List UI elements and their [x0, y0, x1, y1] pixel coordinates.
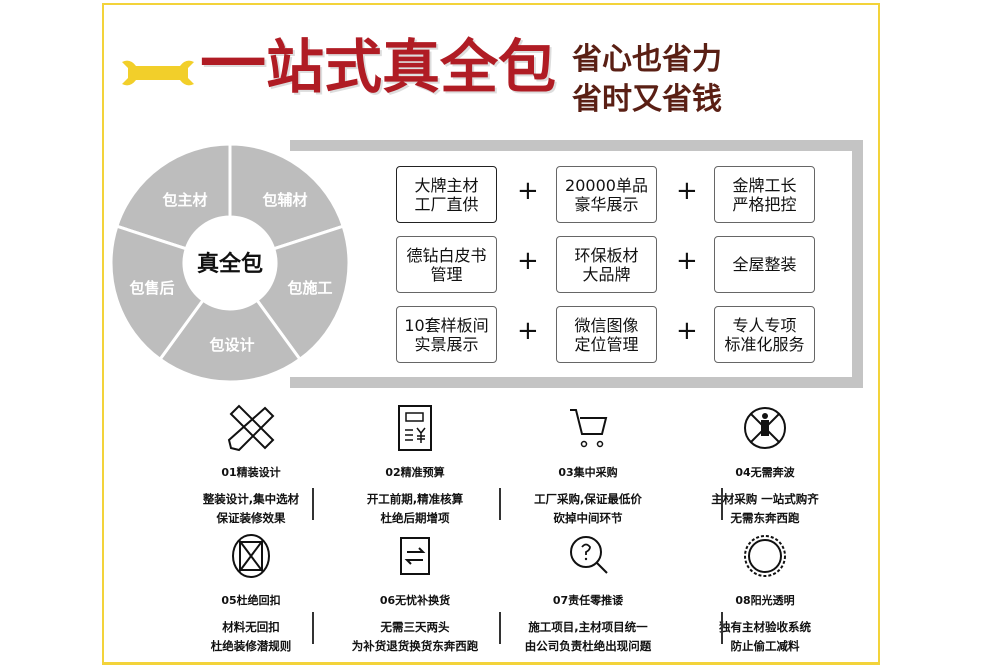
- benefit-item: 03集中采购 工厂采购,保证最低价砍掉中间环节: [503, 402, 673, 528]
- wheel-segment-label: 包施工: [287, 279, 332, 297]
- wheel-segment-label: 包主材: [162, 191, 207, 209]
- wheel-center: [185, 218, 275, 308]
- benefit-item: 07责任零推诿 施工项目,主材项目统一由公司负责杜绝出现问题: [503, 530, 673, 656]
- feature-box: 德钻白皮书 管理: [396, 236, 497, 293]
- no-running-icon: [680, 402, 850, 454]
- wheel-segment-label: 包设计: [209, 336, 254, 354]
- wheel-segment-label: 包售后: [129, 279, 174, 297]
- benefit-line: 由公司负责杜绝出现问题: [524, 639, 652, 653]
- benefit-desc: 无需三天两头为补货退货换货东奔西跑: [330, 618, 500, 656]
- benefit-line: 无需东奔西跑: [730, 511, 800, 525]
- benefit-item: 01精装设计 整装设计,集中选材保证装修效果: [166, 402, 336, 528]
- benefit-title: 02精准预算: [385, 466, 445, 479]
- divider: [312, 612, 314, 644]
- benefit-line: 主材采购 一站式购齐: [711, 492, 819, 506]
- plus-sign: +: [676, 316, 698, 346]
- budget-sheet-icon: [330, 402, 500, 454]
- ring-icon: [680, 530, 850, 582]
- feature-box: 大牌主材 工厂直供: [396, 166, 497, 223]
- plus-sign: +: [676, 246, 698, 276]
- feature-box: 全屋整装: [714, 236, 815, 293]
- wheel-segment: [157, 298, 303, 383]
- feature-box: 20000单品 豪华展示: [556, 166, 657, 223]
- benefit-item: 02精准预算 开工前期,精准核算杜绝后期增项: [330, 402, 500, 528]
- feature-box: 环保板材 大品牌: [556, 236, 657, 293]
- divider: [499, 612, 501, 644]
- slogan-line-1: 省心也省力: [572, 42, 722, 77]
- divider: [721, 612, 723, 644]
- benefit-line: 整装设计,集中选材: [202, 492, 300, 506]
- benefit-line: 杜绝装修潜规则: [210, 639, 292, 653]
- benefit-item: 05杜绝回扣 材料无回扣杜绝装修潜规则: [166, 530, 336, 656]
- benefit-title: 04无需奔波: [735, 466, 795, 479]
- shopping-cart-icon: [503, 402, 673, 454]
- benefit-line: 砍掉中间环节: [553, 511, 623, 525]
- benefit-line: 防止偷工减料: [730, 639, 800, 653]
- benefit-desc: 工厂采购,保证最低价砍掉中间环节: [503, 490, 673, 528]
- benefit-line: 杜绝后期增项: [380, 511, 450, 525]
- benefit-desc: 施工项目,主材项目统一由公司负责杜绝出现问题: [503, 618, 673, 656]
- feature-box: 10套样板间 实景展示: [396, 306, 497, 363]
- wheel-segment-label: 包辅材: [262, 191, 307, 209]
- wheel-segment: [110, 224, 206, 362]
- benefit-line: 材料无回扣: [222, 620, 280, 634]
- benefit-line: 保证装修效果: [216, 511, 286, 525]
- benefit-title: 06无忧补换货: [379, 594, 451, 607]
- benefit-title: 01精装设计: [221, 466, 281, 479]
- benefit-title: 07责任零推诿: [552, 594, 624, 607]
- plus-sign: +: [676, 176, 698, 206]
- benefit-item: 08阳光透明 独有主材验收系统防止偷工减料: [680, 530, 850, 656]
- benefit-title: 03集中采购: [558, 466, 618, 479]
- exchange-icon: [330, 530, 500, 582]
- no-kickback-icon: [166, 530, 336, 582]
- divider: [721, 488, 723, 520]
- ruler-pencil-icon: [166, 402, 336, 454]
- benefit-line: 为补货退货换货东奔西跑: [351, 639, 479, 653]
- benefit-line: 独有主材验收系统: [719, 620, 811, 634]
- divider: [312, 488, 314, 520]
- benefit-title: 05杜绝回扣: [221, 594, 281, 607]
- benefit-desc: 整装设计,集中选材保证装修效果: [166, 490, 336, 528]
- question-search-icon: [503, 530, 673, 582]
- benefit-desc: 独有主材验收系统防止偷工减料: [680, 618, 850, 656]
- benefit-title: 08阳光透明: [735, 594, 795, 607]
- slogan: 省心也省力 省时又省钱: [572, 40, 722, 120]
- wrench-icon: [122, 60, 194, 86]
- feature-box: 金牌工长 严格把控: [714, 166, 815, 223]
- benefit-item: 06无忧补换货 无需三天两头为补货退货换货东奔西跑: [330, 530, 500, 656]
- wheel-segment: [228, 143, 346, 251]
- benefit-line: 施工项目,主材项目统一: [528, 620, 648, 634]
- main-title: 一站式真全包: [200, 30, 556, 102]
- wheel-center-label: 真全包: [197, 251, 263, 277]
- benefit-desc: 开工前期,精准核算杜绝后期增项: [330, 490, 500, 528]
- divider: [499, 488, 501, 520]
- gray-bracket: [290, 140, 863, 388]
- benefit-item: 04无需奔波 主材采购 一站式购齐无需东奔西跑: [680, 402, 850, 528]
- benefit-desc: 主材采购 一站式购齐无需东奔西跑: [680, 490, 850, 528]
- feature-box: 专人专项 标准化服务: [714, 306, 815, 363]
- plus-sign: +: [517, 246, 539, 276]
- plus-sign: +: [517, 316, 539, 346]
- benefit-line: 工厂采购,保证最低价: [534, 492, 642, 506]
- wheel-segment: [254, 224, 350, 362]
- benefit-line: 开工前期,精准核算: [366, 492, 464, 506]
- wheel-segment: [114, 143, 232, 251]
- benefit-desc: 材料无回扣杜绝装修潜规则: [166, 618, 336, 656]
- title-first-char: 一: [200, 26, 266, 103]
- yellow-frame: [102, 3, 880, 665]
- plus-sign: +: [517, 176, 539, 206]
- slogan-line-2: 省时又省钱: [572, 82, 722, 117]
- title-rest: 站式真全包: [266, 33, 557, 101]
- benefit-line: 无需三天两头: [380, 620, 450, 634]
- feature-box: 微信图像 定位管理: [556, 306, 657, 363]
